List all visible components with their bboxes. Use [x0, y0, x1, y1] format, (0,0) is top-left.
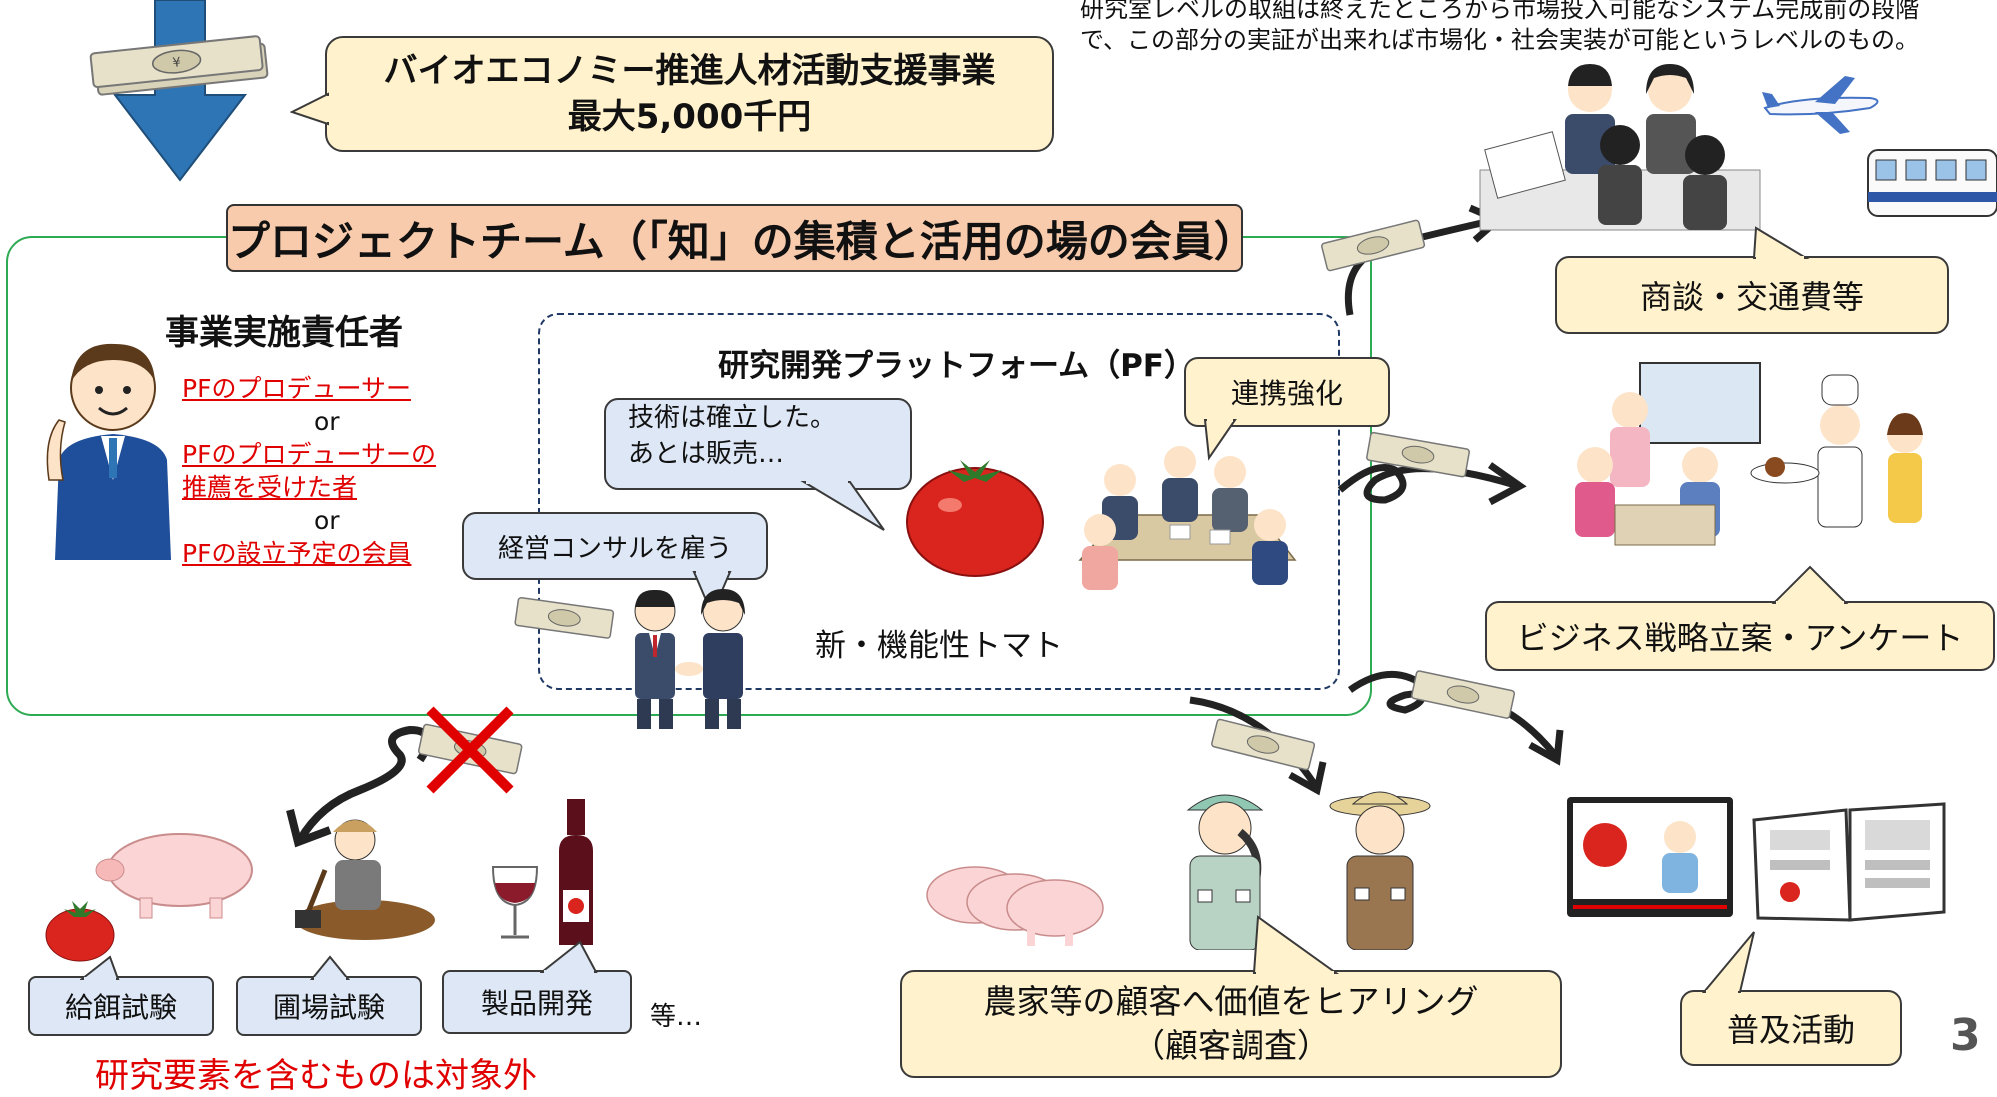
leader-role-or-1: or — [314, 407, 340, 436]
pig-icon — [95, 833, 253, 919]
survey-line-1: 農家等の顧客へ価値をヒアリング — [983, 982, 1479, 1021]
leader-role-1: PFのプロデューサー — [182, 374, 411, 403]
leader-role-or-2: or — [314, 506, 340, 535]
product-tail — [540, 940, 598, 974]
money-icon-strategy — [1366, 431, 1470, 478]
promotion-bubble: 普及活動 — [1680, 990, 1902, 1066]
small-tomato-icon — [45, 901, 115, 962]
tech-speech-line-1: 技術は確立した。 — [628, 403, 837, 433]
bubble-tail — [290, 92, 330, 126]
leader-role-3: 推薦を受けた者 — [182, 473, 358, 502]
money-icon-promotion — [1411, 670, 1516, 719]
negotiation-bubble-tail — [1752, 226, 1810, 260]
note-line-1: 研究室レベルの取組は終えたところから市場投入可能なシステム完成前の段階 — [1080, 0, 1920, 23]
survey-line-2: （顧客調査） — [1132, 1026, 1330, 1065]
leader-heading: 事業実施責任者 — [165, 313, 403, 353]
tech-speech-line-2: あとは販売… — [628, 439, 785, 469]
survey-bubble-tail — [1252, 915, 1340, 975]
survey-bubble: 農家等の顧客へ価値をヒアリング （顧客調査） — [900, 970, 1562, 1078]
money-icon-consult — [514, 596, 615, 639]
money-icon-survey — [1211, 718, 1316, 771]
newspaper-icon — [1752, 802, 1946, 922]
money-excluded-icon — [417, 706, 523, 794]
funding-title-line-1: バイオエコノミー推進人材活動支援事業 — [383, 51, 996, 91]
promotion-bubble-tail — [1701, 931, 1755, 994]
funding-arrow-icon — [112, 0, 248, 182]
field-tail — [310, 955, 350, 981]
arrow-to-excluded — [286, 725, 432, 848]
excluded-item-field: 圃場試験 — [236, 976, 422, 1036]
negotiation-bubble: 商談・交通費等 — [1555, 256, 1949, 334]
excluded-caption: 研究要素を含むものは対象外 — [95, 1056, 537, 1096]
collab-bubble-tail — [1203, 418, 1237, 461]
platform-box — [538, 313, 1340, 690]
business-meeting-icon — [1479, 64, 1761, 231]
video-icon — [1567, 797, 1733, 917]
farmer-man-icon — [1329, 791, 1431, 950]
platform-title: 研究開発プラットフォーム（PF） — [718, 348, 1195, 384]
leader-role-4: PFの設立予定の会員 — [182, 539, 412, 568]
farmer-woman-icon — [1186, 794, 1264, 950]
airplane-icon — [1762, 76, 1879, 134]
product-label: 新・機能性トマト — [815, 628, 1063, 664]
note-text: 研究室レベルの取組は終えたところから市場投入可能なシステム完成前の段階 で、この… — [1080, 0, 1997, 56]
excluded-item-product: 製品開発 — [442, 970, 632, 1034]
tech-bubble-tail — [800, 480, 885, 531]
feeding-tail — [80, 955, 120, 981]
pigs-icon — [926, 866, 1104, 946]
svg-text:¥: ¥ — [172, 55, 182, 71]
collab-speech-bubble: 連携強化 — [1184, 357, 1390, 427]
train-icon — [1867, 149, 1997, 217]
strategy-bubble-tail — [1771, 565, 1849, 605]
project-team-title: プロジェクトチーム（「知」の集積と活用の場の会員） — [226, 204, 1256, 272]
money-icon-negotiation — [1321, 219, 1426, 272]
wine-icon — [491, 799, 593, 945]
businessman-icon — [46, 343, 171, 560]
page-number: 3 — [1950, 1010, 1981, 1061]
strategy-bubble: ビジネス戦略立案・アンケート — [1485, 601, 1995, 671]
money-bundle-icon: ¥ — [89, 35, 269, 96]
excluded-etc: 等… — [650, 1002, 703, 1032]
excluded-item-feeding: 給餌試験 — [28, 976, 214, 1036]
farmer-digging-icon — [295, 819, 435, 940]
consult-speech-bubble: 経営コンサルを雇う — [462, 512, 768, 580]
meeting-group-icon — [1078, 446, 1297, 590]
handshake-icon — [634, 589, 745, 729]
funding-title-bubble: バイオエコノミー推進人材活動支援事業 最大5,000千円 — [325, 36, 1054, 152]
tech-speech-bubble: 技術は確立した。 あとは販売… — [604, 398, 912, 490]
funding-title-line-2: 最大5,000千円 — [567, 97, 812, 137]
leader-role-2: PFのプロデューサーの — [182, 440, 436, 469]
note-line-2: で、この部分の実証が出来れば市場化・社会実装が可能というレベルのもの。 — [1080, 26, 1920, 54]
workshop-icon — [1575, 362, 1923, 546]
tomato-icon — [906, 460, 1044, 577]
